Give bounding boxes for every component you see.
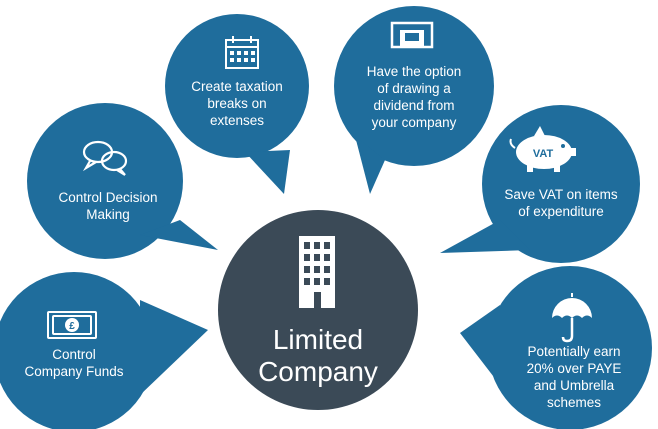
earn-label-line: Potentially earn: [527, 344, 621, 359]
bubble-earn: [460, 266, 652, 429]
umbrella-icon: [552, 293, 592, 343]
dividend-label-line: Have the option: [366, 64, 462, 79]
bubble-taxation: [165, 14, 309, 194]
earn-label-line: schemes: [546, 395, 602, 410]
funds-label-line: Control: [52, 347, 96, 362]
taxation-label-line: Create taxation: [191, 79, 283, 94]
center-title-line2: Company: [258, 356, 378, 387]
decision-label-line: Making: [86, 207, 130, 222]
earn-label: Potentially earn 20% over PAYE and Umbre…: [504, 343, 644, 411]
dividend-label-line: your company: [371, 115, 457, 130]
bubble-control-funds: [0, 272, 208, 429]
piggy-bank-icon: VAT: [509, 126, 576, 172]
calendar-icon: [225, 36, 259, 69]
taxation-label-line: extenses: [209, 113, 265, 128]
cash-machine-icon: [390, 21, 434, 49]
vat-icon-text: VAT: [533, 148, 554, 160]
decision-label-line: Control Decision: [58, 190, 158, 205]
center-circle: [218, 210, 418, 410]
bubble-control-decision: [27, 103, 218, 259]
bubble-dividend: [334, 6, 494, 194]
earn-label-line: and Umbrella: [533, 378, 615, 393]
earn-label-line: 20% over PAYE: [526, 361, 622, 376]
building-icon: [299, 236, 335, 308]
taxation-label-line: breaks on: [207, 96, 267, 111]
dividend-label-line: dividend from: [373, 98, 455, 113]
funds-label-line: Company Funds: [24, 364, 124, 379]
vat-label-line: of expenditure: [518, 204, 604, 219]
vat-label: Save VAT on items of expenditure: [486, 186, 636, 220]
decision-label: Control Decision Making: [38, 189, 178, 223]
speech-bubbles-icon: [82, 140, 128, 176]
dividend-label-line: of drawing a: [377, 81, 451, 96]
funds-label: Control Company Funds: [4, 346, 144, 380]
center-title-line1: Limited: [272, 324, 364, 355]
svg-text:£: £: [69, 321, 75, 332]
vat-label-line: Save VAT on items: [504, 187, 618, 202]
banknote-icon: £: [47, 311, 97, 339]
center-label: Limited Company: [238, 324, 398, 388]
dividend-label: Have the option of drawing a dividend fr…: [349, 63, 479, 131]
taxation-label: Create taxation breaks on extenses: [177, 78, 297, 129]
